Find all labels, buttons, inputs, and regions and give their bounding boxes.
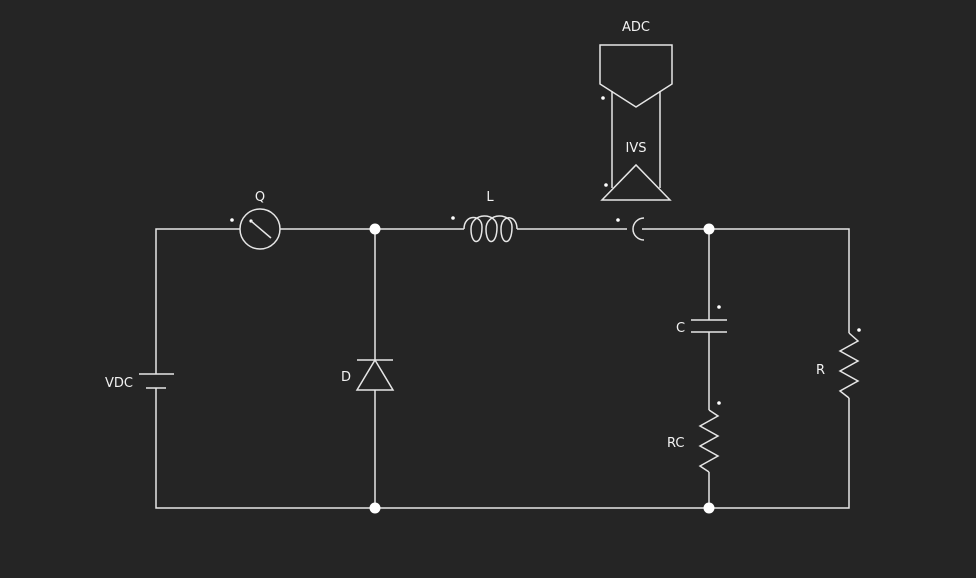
switch-blade: [250, 220, 272, 239]
source-label: VDC: [105, 376, 133, 391]
switch-q[interactable]: Q: [230, 190, 281, 250]
ivs-block[interactable]: IVS: [600, 91, 672, 201]
current-sensor-clamp: [632, 217, 645, 241]
wire-bottom-left: [155, 392, 375, 509]
wire-top-right: [709, 228, 850, 333]
polarity-dot: [616, 218, 620, 222]
junction-node: [703, 223, 715, 235]
junction-node: [369, 223, 381, 235]
junction-node: [703, 502, 715, 514]
dc-voltage-source[interactable]: VDC: [105, 370, 174, 392]
resistor-rc[interactable]: RC: [667, 401, 721, 473]
switch-label: Q: [255, 190, 265, 205]
inductor-label: L: [486, 190, 494, 205]
inductor-coil: [463, 215, 518, 243]
r-label: R: [816, 363, 825, 378]
polarity-dot: [451, 216, 455, 220]
wires: [155, 228, 850, 509]
ivs-label: IVS: [626, 141, 647, 156]
polarity-dot: [857, 328, 861, 332]
wire-bottom-right: [709, 398, 850, 509]
diode-triangle: [355, 358, 395, 391]
resistor-zigzag: [838, 332, 860, 399]
current-sensor[interactable]: [616, 217, 645, 241]
rc-label: RC: [667, 436, 684, 451]
resistor-zigzag: [698, 409, 720, 473]
polarity-dot: [601, 96, 605, 100]
adc-block[interactable]: ADC: [599, 20, 673, 108]
capacitor-c[interactable]: C: [676, 305, 727, 336]
polarity-dot: [230, 218, 234, 222]
diode-d[interactable]: D: [341, 358, 395, 391]
adc-label: ADC: [622, 20, 650, 35]
diode-label: D: [341, 370, 351, 385]
capacitor-label: C: [676, 321, 685, 336]
junction-nodes: [369, 223, 715, 514]
ivs-body: [600, 163, 672, 201]
inductor-l[interactable]: L: [451, 190, 518, 243]
polarity-dot: [604, 183, 608, 187]
polarity-dot: [717, 401, 721, 405]
resistor-r[interactable]: R: [816, 328, 861, 399]
wire-top-left: [155, 228, 240, 370]
adc-body: [599, 44, 673, 108]
polarity-dot: [717, 305, 721, 309]
junction-node: [369, 502, 381, 514]
